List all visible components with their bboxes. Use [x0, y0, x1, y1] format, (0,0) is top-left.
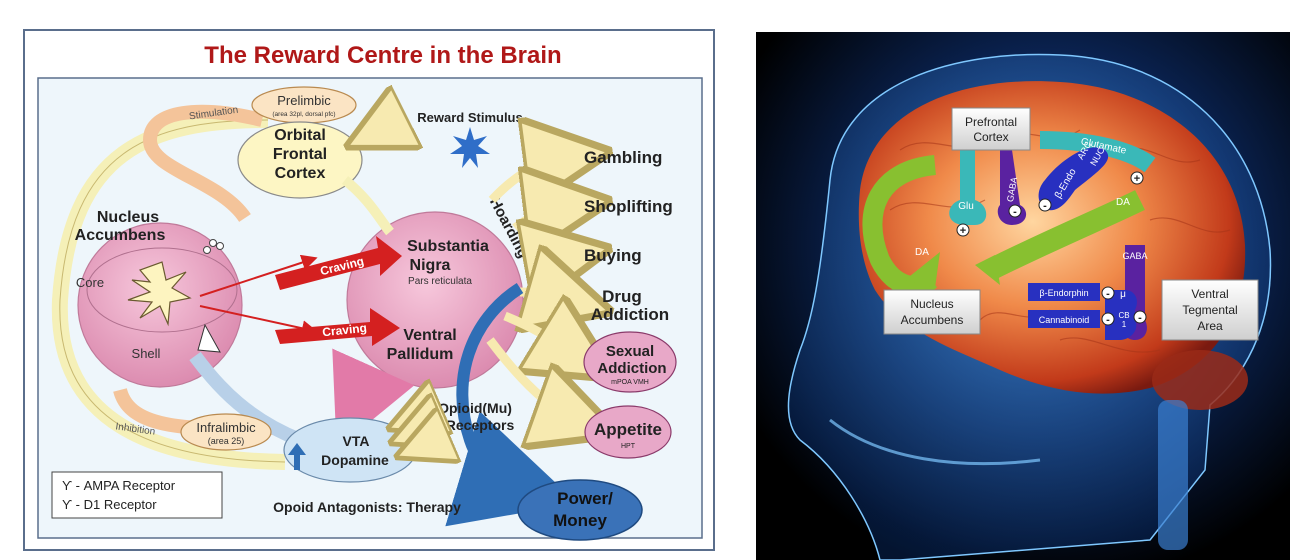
infralimbic-detail: (area 25): [208, 436, 245, 446]
ofc-line1: Orbital: [274, 127, 326, 144]
buying-arrow: [535, 256, 568, 262]
pars-reticulata-label: Pars reticulata: [408, 276, 472, 287]
appetite-sub: HPT: [621, 443, 636, 450]
substantia-nigra-line2: Nigra: [410, 257, 451, 274]
glu-label: Glu: [958, 201, 974, 212]
substantia-nigra-line1: Substantia: [407, 238, 489, 255]
money-label: Money: [553, 511, 607, 530]
plus-sign-1: +: [1134, 173, 1140, 185]
ventral-pallidum-line1: Ventral: [403, 327, 456, 344]
ventral-pallidum-line2: Pallidum: [387, 346, 454, 363]
opioid-label: Opioid(Mu): [438, 400, 512, 416]
brain-illustration: Glu GABA β-Endo ARC NUC Glutamate DA DA …: [756, 32, 1290, 560]
core-label: Core: [76, 275, 104, 290]
receptors-label: Receptors: [446, 417, 515, 433]
prefrontal-line1: Prefrontal: [965, 115, 1017, 129]
prefrontal-line2: Cortex: [973, 130, 1008, 144]
dopamine-label: Dopamine: [321, 452, 389, 468]
beta-endorphin-label: β-Endorphin: [1039, 288, 1088, 298]
vta-line1: Ventral: [1191, 287, 1228, 301]
cannabinoid-label: Cannabinoid: [1039, 315, 1090, 325]
prelimbic-label: Prelimbic: [277, 93, 331, 108]
vta-line3: Area: [1197, 319, 1223, 333]
appetite-label: Appetite: [594, 420, 662, 439]
legend-d1: ϒ - D1 Receptor: [62, 497, 157, 512]
plus-sign-2: +: [960, 225, 966, 237]
therapy-label: Opoid Antagonists: Therapy: [273, 499, 461, 515]
vta-ellipse: [284, 418, 416, 482]
shell-label: Shell: [132, 346, 161, 361]
vesicle-icon: [204, 247, 211, 254]
ofc-line3: Cortex: [275, 165, 326, 182]
da-label-left: DA: [915, 247, 929, 258]
vta-gaba-label: GABA: [1122, 251, 1147, 261]
nucleus-accumbens-line2: Accumbens: [75, 227, 166, 244]
sexual-line1: Sexual: [606, 343, 654, 360]
cb-label: CB: [1118, 311, 1129, 320]
sexual-line2: Addiction: [597, 360, 666, 377]
reward-centre-diagram: The Reward Centre in the Brain Prelimbic…: [24, 30, 714, 550]
infralimbic-label: Infralimbic: [196, 420, 256, 435]
diagram-title: The Reward Centre in the Brain: [204, 42, 561, 69]
mu-label: μ: [1120, 289, 1126, 300]
minus-sign-2: -: [1043, 200, 1047, 212]
drug-addiction-line2: Addiction: [591, 305, 669, 324]
vta-line2: Tegmental: [1182, 303, 1237, 317]
vta-label: VTA: [343, 433, 370, 449]
gambling-label: Gambling: [584, 148, 662, 167]
minus-sign-1: -: [1013, 206, 1017, 218]
minus-sign-4: -: [1106, 314, 1110, 326]
minus-sign-5: -: [1138, 312, 1142, 324]
legend-ampa: ϒ - AMPA Receptor: [62, 478, 176, 493]
spine: [1158, 400, 1188, 550]
nucleus-accumbens-line1: Nucleus: [97, 209, 159, 226]
da-label-right: DA: [1116, 197, 1130, 208]
nucleus-accumbens-line2: Accumbens: [901, 313, 964, 327]
buying-label: Buying: [584, 246, 642, 265]
shoplifting-label: Shoplifting: [584, 197, 673, 216]
vesicle-icon: [217, 243, 224, 250]
cb-one-label: 1: [1122, 320, 1127, 329]
vesicle-icon: [210, 240, 217, 247]
drug-addiction-line1: Drug: [602, 287, 642, 306]
nucleus-accumbens-line1: Nucleus: [910, 297, 953, 311]
sexual-sub: mPOA VMH: [611, 379, 649, 386]
minus-sign-3: -: [1106, 288, 1110, 300]
ofc-line2: Frontal: [273, 146, 327, 163]
power-label: Power/: [557, 489, 613, 508]
prelimbic-detail: (area 32pl, dorsal pfc): [272, 111, 335, 118]
reward-stimulus-label: Reward Stimulus: [417, 110, 522, 125]
